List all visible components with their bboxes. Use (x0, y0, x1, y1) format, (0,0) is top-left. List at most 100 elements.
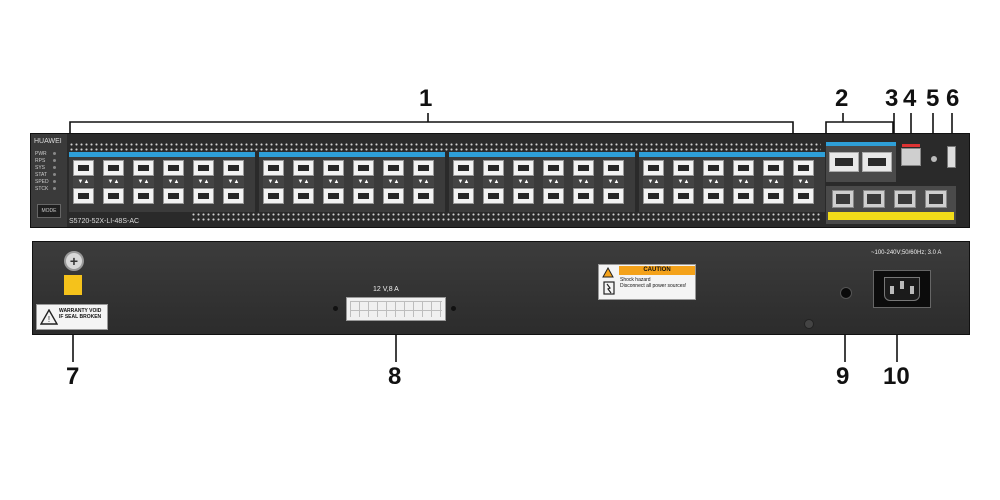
sfp-port[interactable] (413, 160, 434, 176)
sfp-port[interactable] (413, 188, 434, 204)
sfp-port[interactable] (323, 160, 344, 176)
sfp-port[interactable] (323, 188, 344, 204)
sfp-port[interactable] (573, 160, 594, 176)
ac-rating-label: ~100-240V;50/60Hz; 3.0 A (871, 250, 942, 256)
sfp-port[interactable] (513, 188, 534, 204)
port-direction-indicator: ▼▲ (543, 177, 564, 187)
rj45-port[interactable] (925, 190, 947, 208)
sfp-port[interactable] (453, 160, 474, 176)
shock-hazard-icon (603, 281, 615, 295)
sfp-port[interactable] (603, 188, 624, 204)
sfp-port[interactable] (353, 188, 374, 204)
sfp-port[interactable] (223, 188, 244, 204)
port-direction-indicator: ▼▲ (193, 177, 214, 187)
ac-pin (900, 281, 904, 289)
sfp-port[interactable] (603, 160, 624, 176)
usb-port[interactable] (947, 146, 956, 168)
rear-panel: + ! WARRANTY VOID IF SEAL BROKEN 12 V,8 … (32, 241, 970, 335)
sfp-port[interactable] (103, 188, 124, 204)
warranty-text: WARRANTY VOID IF SEAL BROKEN (59, 308, 102, 320)
sfp-port[interactable] (163, 188, 184, 204)
sfp-port[interactable] (793, 160, 814, 176)
sfp-port[interactable] (643, 188, 664, 204)
sfp-port[interactable] (673, 188, 694, 204)
callout-4: 4 (903, 85, 917, 112)
uplink-sfp-port[interactable] (829, 152, 859, 172)
sfp-port[interactable] (73, 160, 94, 176)
sfp-port[interactable] (223, 160, 244, 176)
rj45-port[interactable] (863, 190, 885, 208)
sfp-port[interactable] (483, 188, 504, 204)
lock-hole[interactable] (840, 287, 852, 299)
sfp-port[interactable] (453, 188, 474, 204)
sfp-port[interactable] (103, 160, 124, 176)
vent-holes-top (69, 142, 821, 152)
callout-6: 6 (946, 85, 960, 112)
sfp-port[interactable] (263, 188, 284, 204)
port-direction-indicator: ▼▲ (263, 177, 284, 187)
sfp-port[interactable] (793, 188, 814, 204)
sfp-port[interactable] (543, 160, 564, 176)
uplink-blue-bar (826, 142, 896, 146)
port-direction-indicator: ▼▲ (323, 177, 344, 187)
led-pwr: PWR (35, 151, 56, 157)
front-panel: HUAWEI PWR RPS SYS STAT SPED STCK MODE ▼… (30, 133, 970, 228)
sfp-port[interactable] (513, 160, 534, 176)
uplink-sfp-module (826, 142, 896, 182)
caution-line1: Shock hazard (620, 277, 651, 283)
sfp-port[interactable] (133, 188, 154, 204)
reset-button[interactable] (931, 156, 937, 162)
svg-text:!: ! (48, 315, 50, 324)
port-direction-indicator: ▼▲ (223, 177, 244, 187)
rps-power-connector[interactable] (346, 297, 446, 321)
led-sped: SPED (35, 179, 56, 185)
sfp-port[interactable] (163, 160, 184, 176)
mounting-hole (333, 306, 338, 311)
sfp-port[interactable] (73, 188, 94, 204)
port-direction-indicator: ▼▲ (453, 177, 474, 187)
mode-button[interactable]: MODE (37, 204, 61, 218)
sfp-port[interactable] (483, 160, 504, 176)
sfp-port[interactable] (703, 188, 724, 204)
sfp-port[interactable] (353, 160, 374, 176)
console-port[interactable] (901, 144, 921, 166)
console-red-marker (902, 144, 920, 147)
sfp-port[interactable] (763, 160, 784, 176)
port-direction-indicator: ▼▲ (573, 177, 594, 187)
sfp-port[interactable] (193, 160, 214, 176)
port-direction-indicator: ▼▲ (703, 177, 724, 187)
caution-line2: Disconnect all power sources! (620, 283, 687, 289)
callout-9: 9 (836, 363, 850, 390)
ac-power-socket[interactable] (873, 270, 931, 308)
sfp-port[interactable] (293, 188, 314, 204)
sfp-port[interactable] (543, 188, 564, 204)
port-direction-indicator: ▼▲ (383, 177, 404, 187)
port-direction-indicator: ▼▲ (293, 177, 314, 187)
sfp-port[interactable] (293, 160, 314, 176)
led-rps: RPS (35, 158, 57, 164)
rj45-port[interactable] (894, 190, 916, 208)
sfp-port[interactable] (703, 160, 724, 176)
warranty-seal: ! WARRANTY VOID IF SEAL BROKEN (36, 304, 108, 330)
ground-screw[interactable]: + (64, 251, 84, 271)
sfp-port[interactable] (193, 188, 214, 204)
sfp-port[interactable] (573, 188, 594, 204)
sfp-port[interactable] (733, 188, 754, 204)
sfp-port[interactable] (643, 160, 664, 176)
connector-pins (350, 301, 442, 317)
callout-5: 5 (926, 85, 940, 112)
sfp-port[interactable] (383, 160, 404, 176)
sfp-port[interactable] (673, 160, 694, 176)
uplink-sfp-port[interactable] (862, 152, 892, 172)
sfp-port[interactable] (733, 160, 754, 176)
port-direction-indicator: ▼▲ (763, 177, 784, 187)
sfp-port[interactable] (763, 188, 784, 204)
ground-yellow-label (64, 275, 82, 295)
led-sys: SYS (35, 165, 57, 171)
port-group-blue-bar (449, 152, 635, 157)
sfp-port[interactable] (133, 160, 154, 176)
rj45-port[interactable] (832, 190, 854, 208)
sfp-port[interactable] (383, 188, 404, 204)
callout-3: 3 (885, 85, 899, 112)
sfp-port[interactable] (263, 160, 284, 176)
